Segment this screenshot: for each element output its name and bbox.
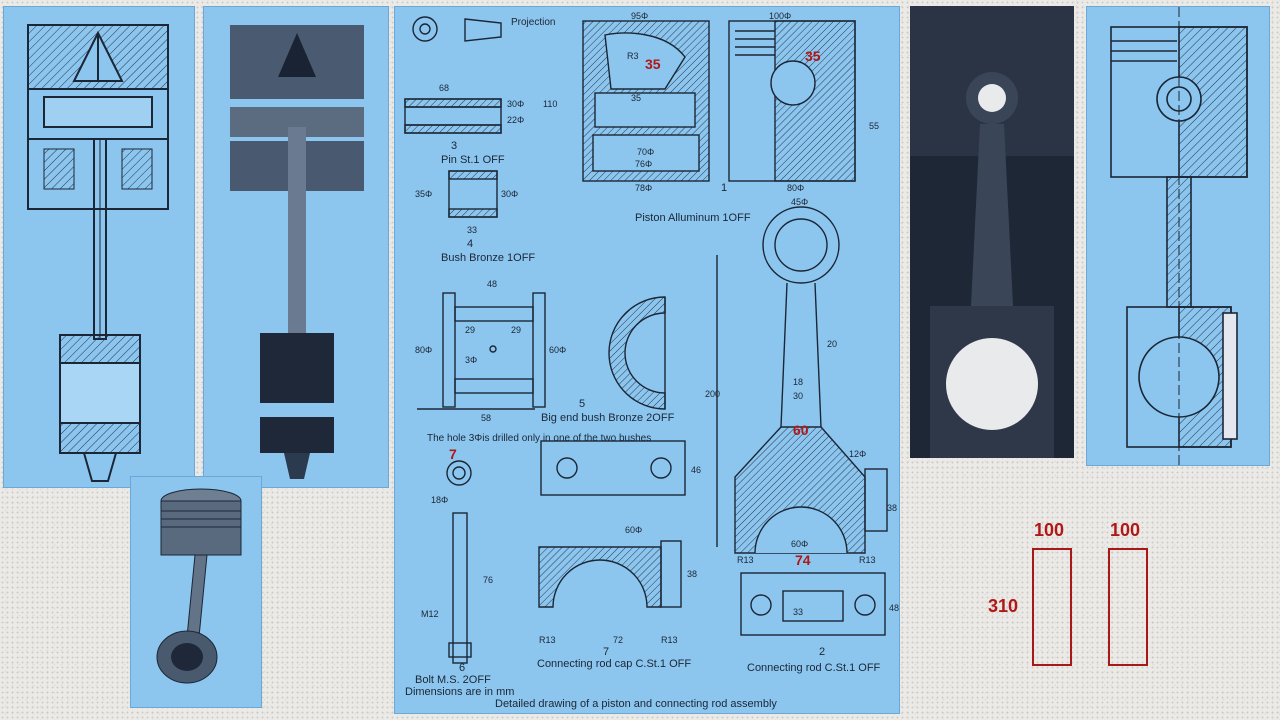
dim-piston-r3: R3 — [627, 51, 639, 61]
box1-width-label: 100 — [1034, 520, 1065, 540]
annot-piston-right: 35 — [805, 48, 821, 64]
main-blueprint: Projection 95Φ 100Φ R3 110 55 70Φ 76Φ 78… — [394, 6, 900, 714]
dim-piston-80: 80Φ — [787, 183, 804, 193]
dim-rod-48: 48 — [889, 603, 899, 613]
part-7-number: 7 — [603, 646, 609, 658]
projection-label: Projection — [511, 17, 555, 28]
part-6-number: 6 — [459, 662, 465, 674]
dim-rod-45: 45Φ — [791, 197, 808, 207]
dim-piston-70: 70Φ — [637, 147, 654, 157]
dim-big-end-48: 48 — [487, 279, 497, 289]
half-section-view — [1086, 6, 1270, 466]
piston-3d-render — [130, 476, 262, 708]
dim-bush-outer: 35Φ — [415, 189, 432, 199]
dim-rod-33: 33 — [793, 607, 803, 617]
dim-cap-r13a: R13 — [539, 635, 556, 645]
dim-cap-72: 72 — [613, 635, 623, 645]
connecting-rod-render — [910, 6, 1074, 458]
dim-big-end-29a: 29 — [465, 325, 475, 335]
dim-rod-r13b: R13 — [859, 555, 876, 565]
dim-bolt-76: 76 — [483, 575, 493, 585]
dim-big-end-3: 3Φ — [465, 355, 477, 365]
drawing-title: Detailed drawing of a piston and connect… — [495, 698, 777, 710]
box2-width-label: 100 — [1110, 520, 1141, 540]
dim-rod-200: 200 — [705, 389, 720, 399]
part-2-number: 2 — [819, 646, 825, 658]
annot-piston-left: 35 — [645, 56, 661, 72]
half-section-view-drawing — [1110, 7, 1248, 465]
dim-piston-76: 76Φ — [635, 159, 652, 169]
section-view-left-drawing — [27, 24, 169, 482]
dim-piston-top: 95Φ — [631, 11, 648, 21]
section-view-shaded — [203, 6, 389, 488]
dim-cap-38: 38 — [687, 569, 697, 579]
dim-rod-r13a: R13 — [737, 555, 754, 565]
dim-bush-inner: 30Φ — [501, 189, 518, 199]
dim-piston-110: 110 — [543, 99, 557, 109]
part-7-caption: Connecting rod cap C.St.1 OFF — [537, 658, 691, 670]
part-2-caption: Connecting rod C.St.1 OFF — [747, 662, 881, 674]
connecting-rod-render-drawing — [910, 6, 1074, 458]
dim-piston-78: 78Φ — [635, 183, 652, 193]
dim-cap-46: 46 — [691, 465, 701, 475]
dim-rod-30: 30 — [793, 391, 803, 401]
dim-bolt-m12: M12 — [421, 609, 439, 619]
part-1-caption: Piston Alluminum 1OFF — [635, 212, 751, 224]
section-view-shaded-drawing — [230, 25, 364, 479]
dim-cap-60: 60Φ — [625, 525, 642, 535]
dim-piston-35: 35 — [631, 93, 641, 103]
part-1-number: 1 — [721, 182, 727, 194]
dimension-box-2 — [1108, 548, 1148, 666]
note-units: Dimensions are in mm — [405, 686, 514, 698]
dim-piston-55: 55 — [869, 121, 879, 131]
note-hole: The hole 3Φis drilled only in one of the… — [427, 433, 651, 444]
part-4-number: 4 — [467, 238, 473, 250]
box-height-label: 310 — [988, 596, 1019, 616]
dim-pin-len: 68 — [439, 83, 449, 93]
part-6-caption: Bolt M.S. 2OFF — [415, 674, 491, 686]
dim-piston-top-right: 100Φ — [769, 11, 791, 21]
dim-big-end-60: 60Φ — [549, 345, 566, 355]
dim-bolt-18: 18Φ — [431, 495, 448, 505]
dim-bush-len: 33 — [467, 225, 477, 235]
annot-rod-width: 60 — [793, 422, 809, 438]
dim-pin-inner: 22Φ — [507, 115, 524, 125]
dim-big-end-58: 58 — [481, 413, 491, 423]
dim-rod-38: 38 — [887, 503, 897, 513]
part-3-caption: Pin St.1 OFF — [441, 154, 505, 166]
section-view-left — [3, 6, 195, 488]
part-4-caption: Bush Bronze 1OFF — [441, 252, 535, 264]
dim-big-end-29b: 29 — [511, 325, 521, 335]
part-5-caption: Big end bush Bronze 2OFF — [541, 412, 675, 424]
part-3-number: 3 — [451, 140, 457, 152]
annot-big-end-width: 74 — [795, 552, 811, 568]
piston-3d-render-drawing — [156, 488, 242, 684]
dim-rod-60: 60Φ — [791, 539, 808, 549]
main-blueprint-drawing: Projection 95Φ 100Φ R3 110 55 70Φ 76Φ 78… — [404, 11, 899, 710]
dim-big-end-80: 80Φ — [415, 345, 432, 355]
annot-bolt-head: 7 — [449, 446, 457, 462]
dimension-box-1 — [1032, 548, 1072, 666]
dim-rod-12: 12Φ — [849, 449, 866, 459]
dim-rod-20: 20 — [827, 339, 837, 349]
dim-cap-r13b: R13 — [661, 635, 678, 645]
dim-rod-18: 18 — [793, 377, 803, 387]
dim-pin-outer: 30Φ — [507, 99, 524, 109]
part-5-number: 5 — [579, 398, 585, 410]
